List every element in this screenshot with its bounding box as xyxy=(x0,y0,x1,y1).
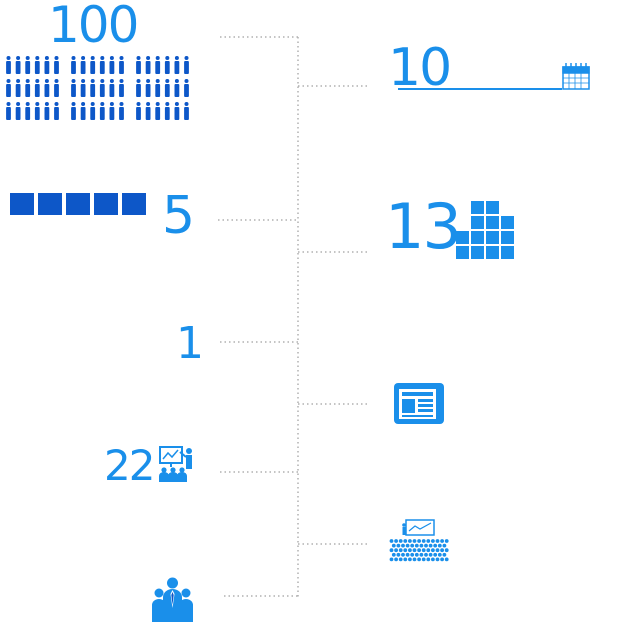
stat-value-5: 5 xyxy=(162,186,195,246)
stat-value-1: 1 xyxy=(176,318,204,369)
stat-value-22: 22 xyxy=(104,441,155,490)
stat-value-100: 100 xyxy=(48,0,139,54)
stat-value-13: 13 xyxy=(385,190,462,263)
stat-value-10: 10 xyxy=(388,38,452,98)
